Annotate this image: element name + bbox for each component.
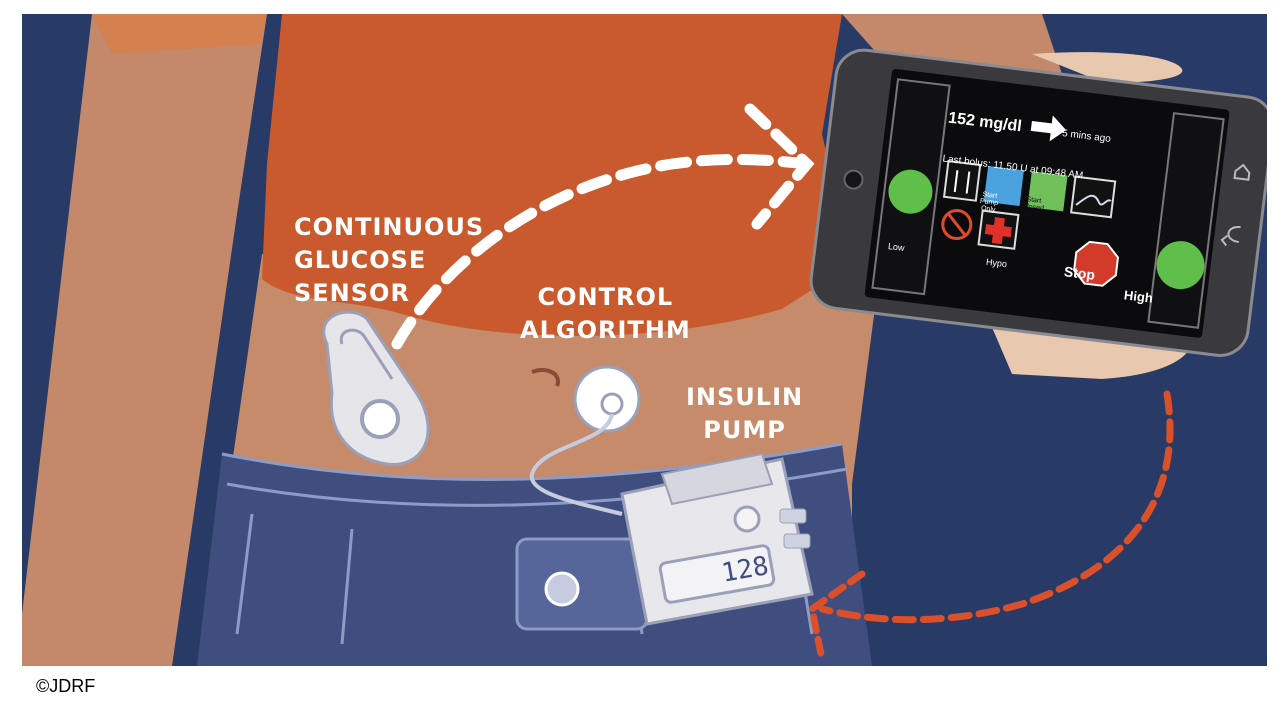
infusion-tube: [529, 413, 623, 516]
cgm-to-phone-arrow: [391, 154, 813, 350]
phone-camera: [843, 169, 864, 190]
belly-button: [531, 367, 560, 387]
cgm-to-phone-arrowhead: [744, 103, 815, 230]
low-label: Low: [887, 241, 906, 253]
illustration: 128 152 mg/dl 5 mins ago Last bo: [22, 14, 1267, 666]
jeans-button-tab: [515, 537, 649, 631]
smartphone: [809, 48, 1267, 357]
start-pump-only-button[interactable]: [983, 165, 1024, 207]
cgm-label: CONTINUOUS GLUCOSE SENSOR: [294, 213, 485, 307]
left-arm: [22, 14, 267, 666]
low-indicator: [888, 169, 933, 214]
jeans-button: [544, 571, 580, 607]
back-icon[interactable]: [1220, 225, 1241, 247]
sleeve: [92, 14, 267, 54]
cgm-sensor: [322, 310, 430, 466]
home-icon[interactable]: [1233, 163, 1251, 181]
start-closed-loop-label: Start Closed Loop: [1021, 196, 1045, 219]
phone-to-pump-arrowhead: [808, 570, 866, 663]
phone-to-pump-arrow: [818, 390, 1174, 624]
shirt: [262, 14, 852, 336]
control-algorithm-label: CONTROL ALGORITHM: [520, 283, 691, 344]
start-pump-only-label: Start Pump Only: [979, 191, 999, 214]
wifi-arrow-icon: [1030, 115, 1067, 142]
no-running-icon[interactable]: [941, 209, 973, 241]
utensils-icon[interactable]: [942, 159, 982, 202]
closed-loop-diagram: 128: [22, 14, 1267, 666]
start-closed-loop-button[interactable]: [1027, 171, 1068, 212]
stop-button[interactable]: [1073, 240, 1120, 287]
red-cross-icon: [984, 217, 1012, 245]
hand-top: [1032, 52, 1183, 83]
copyright-notice: ©JDRF: [36, 676, 96, 696]
insulin-pump: [620, 452, 814, 626]
control-algorithm-patch: [529, 365, 641, 516]
insulin-pump-label: INSULIN PUMP: [686, 383, 804, 444]
high-indicator: [1156, 241, 1205, 290]
